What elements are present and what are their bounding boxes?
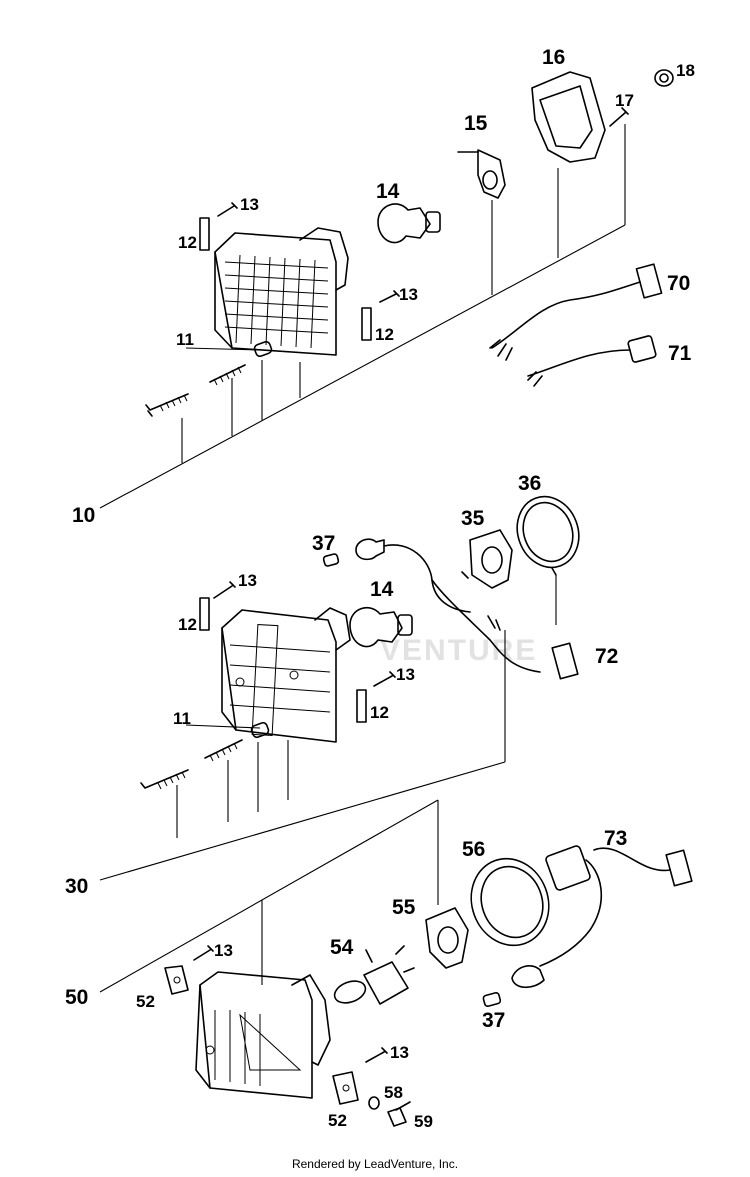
- label-12: 12: [178, 615, 197, 634]
- label-16: 16: [542, 46, 565, 69]
- label-30: 30: [65, 875, 88, 898]
- footer-credit: Rendered by LeadVenture, Inc.: [292, 1157, 458, 1171]
- label-71: 71: [668, 342, 692, 365]
- screw: [609, 107, 629, 127]
- label-11: 11: [173, 709, 191, 728]
- adjusting-screw: [140, 769, 189, 789]
- nut-strip: [199, 217, 210, 251]
- nut-strip: [199, 597, 210, 631]
- label-70: 70: [667, 272, 690, 295]
- label-59: 59: [414, 1112, 433, 1131]
- wire-harness: [527, 335, 657, 387]
- label-15: 15: [464, 112, 488, 135]
- nut-strip: [361, 307, 372, 341]
- label-37: 37: [482, 1009, 505, 1032]
- adjusting-screw: [145, 340, 273, 417]
- label-13: 13: [214, 941, 233, 960]
- label-18: 18: [676, 61, 695, 80]
- watermark-text: VENTURE: [380, 634, 537, 667]
- label-52: 52: [136, 992, 155, 1011]
- label-52: 52: [328, 1111, 347, 1130]
- screw: [373, 671, 396, 687]
- washer: [368, 1096, 380, 1110]
- label-36: 36: [518, 472, 541, 495]
- label-58: 58: [384, 1083, 403, 1102]
- label-54: 54: [330, 936, 354, 959]
- small-bulb: [482, 992, 502, 1008]
- label-73: 73: [604, 827, 627, 850]
- label-56: 56: [462, 838, 485, 861]
- mounting-bracket: [332, 1071, 359, 1105]
- nut-strip: [356, 689, 367, 723]
- label-13: 13: [396, 665, 415, 684]
- label-13: 13: [240, 195, 259, 214]
- label-72: 72: [595, 645, 618, 668]
- wire-harness: [511, 845, 693, 989]
- wire-harness: [489, 263, 663, 361]
- headlight-ring: [516, 495, 580, 576]
- screw: [217, 202, 238, 217]
- small-bulb: [322, 553, 340, 567]
- rear-cover: [531, 71, 606, 163]
- wire-connector: [487, 615, 579, 680]
- screw: [365, 1047, 388, 1063]
- label-37: 37: [312, 532, 335, 555]
- label-12: 12: [178, 233, 197, 252]
- mounting-bracket: [164, 965, 189, 995]
- headlight-housing: [221, 607, 351, 743]
- label-12: 12: [375, 325, 394, 344]
- label-14: 14: [370, 578, 394, 601]
- bulb-holder: [457, 149, 506, 199]
- headlight-ring: [470, 857, 550, 947]
- label-10: 10: [72, 504, 95, 527]
- bulb-holder: [461, 529, 513, 589]
- bulb-holder: [425, 907, 469, 969]
- label-35: 35: [461, 507, 485, 530]
- label-12: 12: [370, 703, 389, 722]
- assembly-group-50: [99, 799, 693, 1127]
- assembly-group-30: [99, 495, 580, 881]
- bulb: [349, 606, 413, 648]
- label-50: 50: [65, 986, 88, 1009]
- headlight-housing: [195, 971, 331, 1099]
- bulb-socket-wire: [355, 538, 541, 673]
- part-labels: 10 11 12 13 14 15 16 17 18 12 13 70 71 3…: [65, 46, 695, 1131]
- label-13: 13: [238, 571, 257, 590]
- label-13: 13: [390, 1043, 409, 1062]
- screw: [213, 581, 236, 599]
- screw: [193, 945, 214, 961]
- bulb: [377, 203, 441, 244]
- headlight-housing: [214, 227, 349, 356]
- bolt: [387, 1101, 411, 1127]
- halogen-bulb: [333, 945, 415, 1005]
- label-14: 14: [376, 180, 400, 203]
- grommet: [654, 69, 674, 87]
- adjusting-screw: [204, 739, 243, 759]
- label-11: 11: [176, 330, 194, 349]
- label-13: 13: [399, 285, 418, 304]
- label-55: 55: [392, 896, 416, 919]
- label-17: 17: [615, 91, 634, 110]
- screw: [379, 290, 400, 303]
- assembly-group-10: [99, 69, 674, 509]
